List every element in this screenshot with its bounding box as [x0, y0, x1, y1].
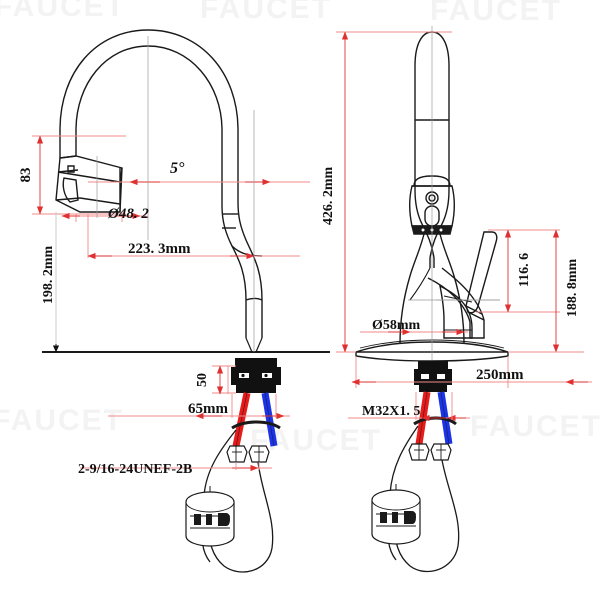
left-mount-assembly [231, 358, 281, 393]
left-coupling-nuts [226, 445, 270, 463]
left-shank-body [245, 337, 263, 353]
watermark-text: FAUCET [430, 0, 562, 27]
dim-spray-head-diameter: Ø48. 2 [107, 206, 149, 222]
right-centerlines [431, 26, 500, 360]
right-side-view [399, 31, 465, 345]
right-dimension-lines [336, 31, 592, 422]
dim-spout-angle: 5° [170, 160, 185, 177]
dim-supply-spread: 65mm [188, 401, 228, 417]
left-front-view [55, 29, 263, 338]
left-counterweight [185, 486, 235, 547]
dim-spout-reach: 223. 3mm [128, 241, 191, 257]
watermark-text: FAUCET [470, 410, 602, 443]
dim-shank-thread: M32X1. 5 [362, 404, 420, 419]
dim-spout-head-height: 83 [18, 168, 34, 183]
dim-shank-length: 50 [195, 373, 210, 387]
watermark-text: FAUCET [0, 0, 126, 23]
right-handle [409, 231, 498, 339]
dim-spout-height: 198. 2mm [41, 246, 56, 305]
right-counterweight [371, 484, 421, 545]
left-centerlines [96, 36, 255, 352]
right-coupling-nuts [408, 443, 452, 461]
dim-handle-height: 116. 6 [517, 253, 532, 287]
right-mount-assembly [414, 361, 452, 392]
dim-base-diameter: Ø58mm [372, 318, 421, 333]
watermark-text: FAUCET [0, 404, 124, 437]
dim-mounting-thread: 2-9/16-24UNEF-2B [78, 462, 192, 477]
watermark-text: FAUCET [200, 0, 332, 25]
dim-handle-clearance: 188. 8mm [565, 259, 580, 318]
left-dimension-lines [32, 135, 310, 472]
dim-deck-plate-length: 250mm [476, 367, 524, 383]
left-supply-lines [231, 392, 281, 447]
dim-overall-height: 426. 2mm [321, 167, 336, 226]
